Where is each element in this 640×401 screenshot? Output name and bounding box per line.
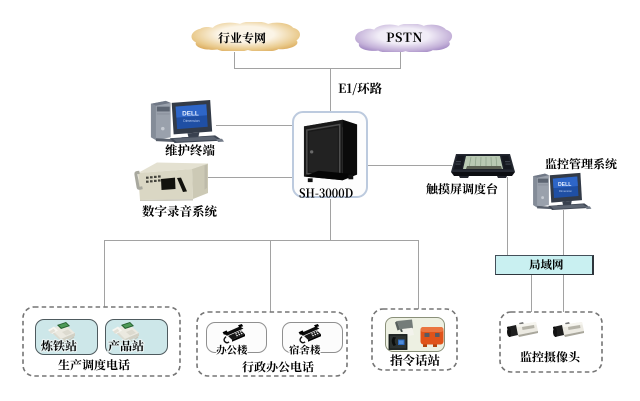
- svg-text:DELL: DELL: [182, 110, 199, 117]
- svg-text:Dimension: Dimension: [183, 119, 199, 123]
- svg-text:Dimension: Dimension: [559, 189, 572, 193]
- svg-text:DELL: DELL: [558, 182, 572, 188]
